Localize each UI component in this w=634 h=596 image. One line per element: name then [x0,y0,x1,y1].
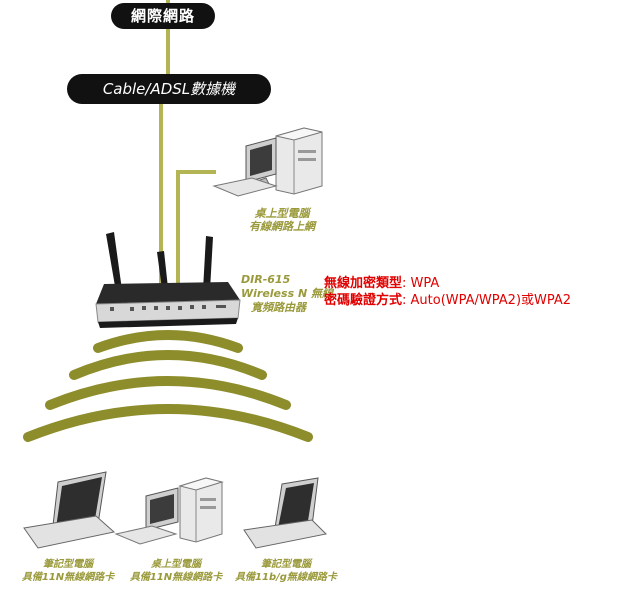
auth-method-label: 密碼驗證方式 [324,293,403,308]
desktop-wired-line1: 桌上型電腦 [254,207,310,220]
laptop-11bg-caption: 筆記型電腦 具備11b/g無線網路卡 [224,558,348,584]
auth-method-value: : Auto(WPA/WPA2)或WPA2 [402,293,572,308]
router-line2: Wireless N 無線 [241,287,333,300]
desktop-wired-caption: 桌上型電腦 有線網路上網 [232,207,332,233]
router-desktop-cable [176,170,216,286]
desktop-wired-line2: 有線網路上網 [249,220,315,233]
laptop-11bg-icon [243,477,328,549]
internet-node: 網際網路 [111,3,215,29]
desktop-11n-line1: 桌上型電腦 [151,559,201,570]
laptop-11n-line1: 筆記型電腦 [43,559,93,570]
desktop-11n-icon [114,477,224,545]
encryption-type-value: : WPA [402,276,440,291]
modem-node: Cable/ADSL數據機 [67,74,271,104]
security-settings: 無線加密類型: WPA 密碼驗證方式: Auto(WPA/WPA2)或WPA2 [324,275,571,309]
auth-method-line: 密碼驗證方式: Auto(WPA/WPA2)或WPA2 [324,292,571,309]
internet-label: 網際網路 [130,7,195,25]
laptop-11n-line2: 具備11N無線網路卡 [21,572,115,583]
router-model: DIR-615 [241,273,291,286]
wireless-signal-icon [23,330,313,442]
encryption-type-label: 無線加密類型 [324,276,403,291]
laptop-11bg-line2: 具備11b/g無線網路卡 [235,572,337,583]
desktop-11n-caption: 桌上型電腦 具備11N無線網路卡 [116,558,236,584]
router-line3: 寬頻路由器 [251,301,306,314]
encryption-type-line: 無線加密類型: WPA [324,275,571,292]
modem-label: Cable/ADSL數據機 [102,80,236,98]
router-caption: DIR-615 Wireless N 無線 寬頻路由器 [241,273,333,315]
laptop-11n-icon [23,471,116,549]
laptop-11n-caption: 筆記型電腦 具備11N無線網路卡 [8,558,128,584]
router-icon [95,232,241,328]
laptop-11bg-line1: 筆記型電腦 [261,559,311,570]
desktop-11n-line2: 具備11N無線網路卡 [129,572,223,583]
desktop-computer-icon [212,127,323,197]
